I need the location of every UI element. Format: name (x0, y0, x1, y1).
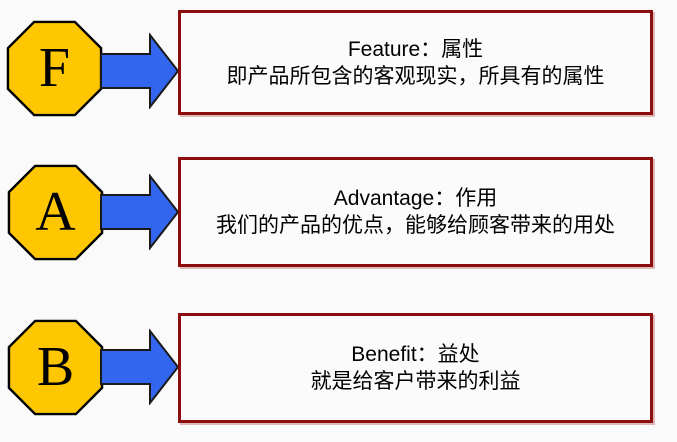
feature-box: Feature：属性 即产品所包含的客观现实，所具有的属性 (178, 10, 653, 115)
feature-letter: F (38, 36, 71, 99)
benefit-letter: B (36, 335, 75, 398)
octagon-shape-icon (7, 164, 104, 261)
benefit-description: 就是给客户带来的利益 (310, 370, 521, 393)
advantage-letter: A (35, 180, 76, 243)
benefit-box: Benefit：益处 就是给客户带来的利益 (178, 313, 653, 423)
advantage-description: 我们的产品的优点，能够给顾客带来的用处 (216, 214, 615, 237)
advantage-octagon: A (7, 164, 104, 261)
feature-title: Feature：属性 (347, 37, 484, 61)
benefit-title: Benefit：益处 (351, 343, 480, 366)
advantage-box: Advantage：作用 我们的产品的优点，能够给顾客带来的用处 (178, 157, 653, 267)
feature-octagon: F (6, 20, 103, 117)
benefit-octagon: B (7, 319, 104, 416)
advantage-title: Advantage：作用 (333, 187, 498, 210)
octagon-shape-icon (7, 319, 104, 416)
feature-arrow-icon (100, 33, 180, 109)
benefit-arrow-icon (100, 329, 180, 405)
feature-description: 即产品所包含的客观现实，所具有的属性 (226, 64, 605, 88)
octagon-shape-icon (6, 20, 103, 117)
advantage-arrow-icon (100, 174, 180, 250)
